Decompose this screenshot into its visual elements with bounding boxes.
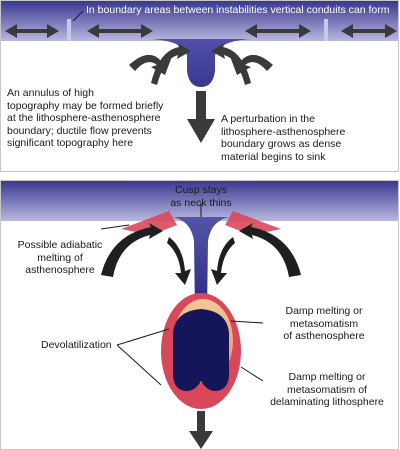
devolatilization-label: Devolatilization — [41, 339, 112, 351]
convection-arrows — [129, 43, 273, 85]
adiabatic-note: Possible adiabatic melting of asthenosph… — [17, 239, 103, 276]
damp-asthenosphere-note: Damp melting or metasomatism of asthenos… — [283, 305, 365, 342]
sinking-drip — [151, 39, 251, 87]
conduit-left — [67, 19, 71, 41]
lithosphere-layer-bottom — [1, 181, 398, 221]
thinning-neck — [173, 217, 229, 311]
convection-arrows-bottom — [101, 223, 301, 285]
delaminating-core — [173, 309, 229, 391]
top-panel: In boundary areas between instabilities … — [0, 0, 399, 172]
cusp-note: Cusp stays as neck thins — [170, 184, 232, 209]
flow-arrows-horizontal — [5, 24, 397, 38]
banner-pointer — [72, 10, 84, 22]
bottom-diagram — [1, 181, 398, 449]
annulus-note: An annulus of high topography may be for… — [7, 87, 164, 149]
top-diagram — [1, 1, 398, 143]
down-arrow — [187, 91, 215, 143]
bottom-panel: Cusp stays as neck thins Possible adiaba… — [0, 180, 399, 450]
perturbation-note: A perturbation in the lithosphere-asthen… — [221, 113, 346, 163]
conduit-right — [324, 19, 328, 41]
conduit-banner: In boundary areas between instabilities … — [86, 4, 390, 16]
leader-lines — [100, 203, 264, 386]
damp-lithosphere-note: Damp melting or metasomatism of delamina… — [270, 371, 384, 408]
down-arrow-bottom — [189, 411, 213, 449]
